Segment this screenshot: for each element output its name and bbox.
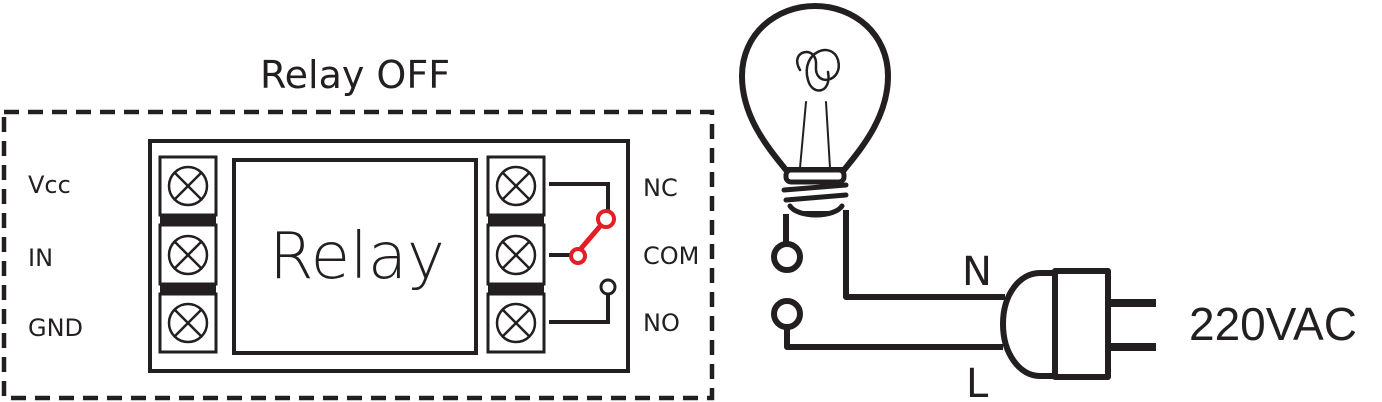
relay-switch-contact — [569, 209, 616, 265]
pin-label-no: NO — [643, 309, 680, 337]
module-outline — [1, 109, 715, 401]
contact-wiring — [549, 182, 610, 324]
light-bulb-icon — [739, 3, 891, 218]
diagram-title: Relay OFF — [260, 53, 450, 97]
relay-body — [232, 158, 478, 355]
pin-label-vcc: Vcc — [28, 171, 71, 199]
terminal-screw-icon — [495, 302, 537, 344]
terminal-screw-icon — [167, 234, 209, 276]
relay-label: Relay — [269, 220, 445, 294]
input-terminal-block — [158, 155, 218, 354]
terminal-screw-icon — [167, 302, 209, 344]
neutral-label: N — [962, 249, 992, 295]
screw-post-bottom — [771, 298, 803, 330]
output-terminal-block — [486, 155, 546, 354]
live-label: L — [966, 361, 989, 402]
terminal-screw-icon — [495, 234, 537, 276]
mains-wiring — [783, 210, 1005, 350]
terminal-screw-icon — [495, 165, 537, 207]
pin-label-in: IN — [28, 244, 53, 272]
pin-label-nc: NC — [643, 174, 678, 202]
terminal-screw-icon — [167, 165, 209, 207]
pin-label-gnd: GND — [28, 314, 83, 342]
power-plug-icon — [1000, 268, 1156, 380]
pin-label-com: COM — [643, 242, 699, 270]
screw-post-top — [771, 241, 803, 273]
relay-board — [148, 139, 630, 373]
no-contact-point — [599, 278, 617, 296]
voltage-label: 220VAC — [1189, 298, 1357, 350]
